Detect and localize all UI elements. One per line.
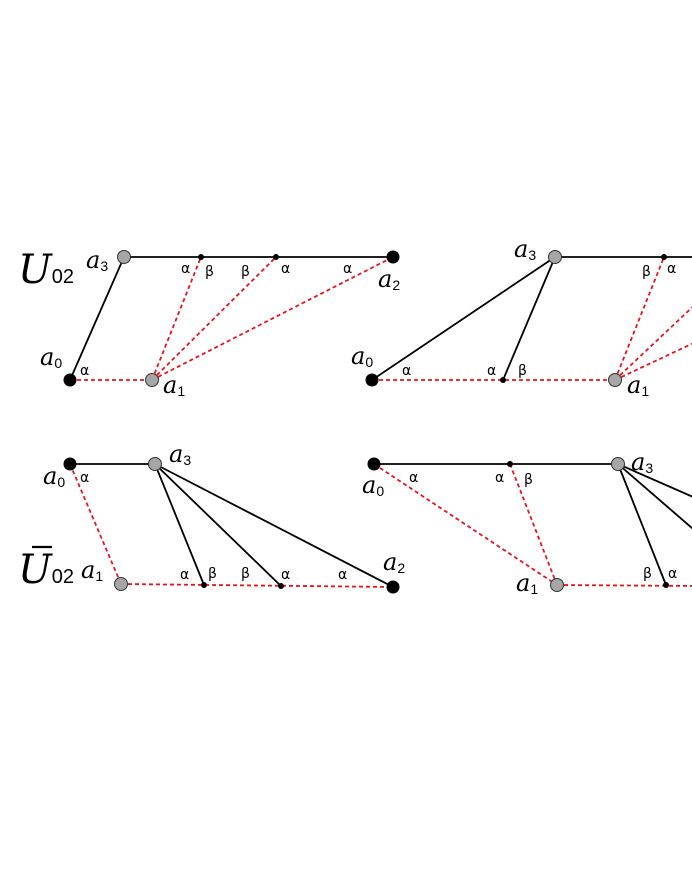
angle-alpha: α [402, 363, 411, 379]
panel-top-right: a3 a0 a1 α α β β α [351, 235, 692, 399]
solid-edge [617, 463, 692, 498]
solid-edge [502, 256, 556, 381]
vertex-a2 [386, 250, 400, 264]
vertex-a0 [63, 457, 77, 471]
solid-edge [154, 463, 282, 587]
label-a0: a0 [43, 462, 65, 490]
label-a1: a1 [516, 569, 538, 597]
angle-alpha: α [80, 470, 89, 486]
angle-beta: β [642, 264, 651, 280]
angle-beta: β [241, 264, 250, 280]
svg-text:U02: U02 [18, 547, 74, 593]
angle-alpha: α [487, 363, 496, 379]
vertex-a0 [365, 373, 379, 387]
row-label-u02-bar: U02 [18, 545, 74, 593]
angle-alpha: α [409, 470, 418, 486]
solid-edge [69, 256, 125, 381]
vertex-point [201, 582, 207, 588]
solid-edge [154, 463, 205, 586]
angle-beta: β [208, 566, 217, 582]
vertex-a0 [367, 457, 381, 471]
solid-edge [617, 463, 692, 530]
vertex-a3 [148, 457, 162, 471]
solid-edge [154, 463, 394, 588]
panel-bottom-left: a3 a0 a1 a2 α α β β α α [43, 440, 405, 594]
vertex-point [663, 582, 669, 588]
angle-alpha: α [495, 470, 504, 486]
label-a3: a3 [169, 440, 191, 468]
vertex-a3 [117, 250, 131, 264]
angle-beta: β [518, 363, 527, 379]
angle-alpha: α [180, 567, 189, 583]
dashed-edge [120, 583, 394, 588]
vertex-point [507, 461, 513, 467]
angle-alpha: α [668, 566, 677, 582]
dashed-edge [509, 463, 558, 586]
angle-alpha: α [281, 261, 290, 277]
angle-beta: β [241, 566, 250, 582]
panel-top-left: a3 a2 a0 a1 α α β β α α [40, 246, 400, 399]
vertex-a1 [145, 373, 159, 387]
angle-alpha: α [343, 261, 352, 277]
vertex-a2 [386, 580, 400, 594]
angle-alpha: α [181, 261, 190, 277]
dashed-edge [373, 463, 558, 586]
angle-alpha: α [338, 567, 347, 583]
label-a3: a3 [631, 448, 653, 476]
vertex-a1 [114, 577, 128, 591]
angle-alpha: α [281, 567, 290, 583]
dashed-edge [151, 256, 202, 381]
vertex-point [278, 583, 284, 589]
label-a2: a2 [383, 548, 405, 576]
vertex-point [198, 254, 204, 260]
dashed-edge [151, 256, 277, 381]
label-a0: a0 [40, 343, 62, 371]
solid-edge [617, 463, 667, 586]
vertex-point [661, 254, 667, 260]
panel-bottom-right: a3 a0 a1 α α β β α [362, 448, 692, 597]
vertex-a1 [550, 578, 564, 592]
dashed-edge [614, 306, 692, 381]
label-a3: a3 [86, 246, 108, 274]
angle-alpha: α [80, 363, 89, 379]
dashed-edge [151, 256, 394, 381]
vertex-point [273, 254, 279, 260]
label-a1: a1 [163, 371, 185, 399]
vertex-a1 [608, 373, 622, 387]
vertex-a3 [548, 250, 562, 264]
dashed-edge [614, 342, 692, 381]
dashed-edge [69, 463, 122, 585]
vertex-point [500, 377, 506, 383]
label-a1: a1 [81, 556, 103, 584]
angle-beta: β [205, 264, 214, 280]
label-a0: a0 [351, 342, 373, 370]
angle-beta: β [643, 566, 652, 582]
vertex-a3 [611, 457, 625, 471]
dashed-edge [556, 584, 692, 587]
dashed-edge [614, 256, 665, 381]
label-a1: a1 [627, 371, 649, 399]
label-a3: a3 [514, 235, 536, 263]
vertex-a0 [63, 373, 77, 387]
row-label-u02: U02 [18, 247, 74, 293]
angle-alpha: α [667, 261, 676, 277]
label-a0: a0 [362, 471, 384, 499]
angle-beta: β [524, 472, 533, 488]
solid-edge [371, 256, 556, 381]
label-a2: a2 [378, 265, 400, 293]
